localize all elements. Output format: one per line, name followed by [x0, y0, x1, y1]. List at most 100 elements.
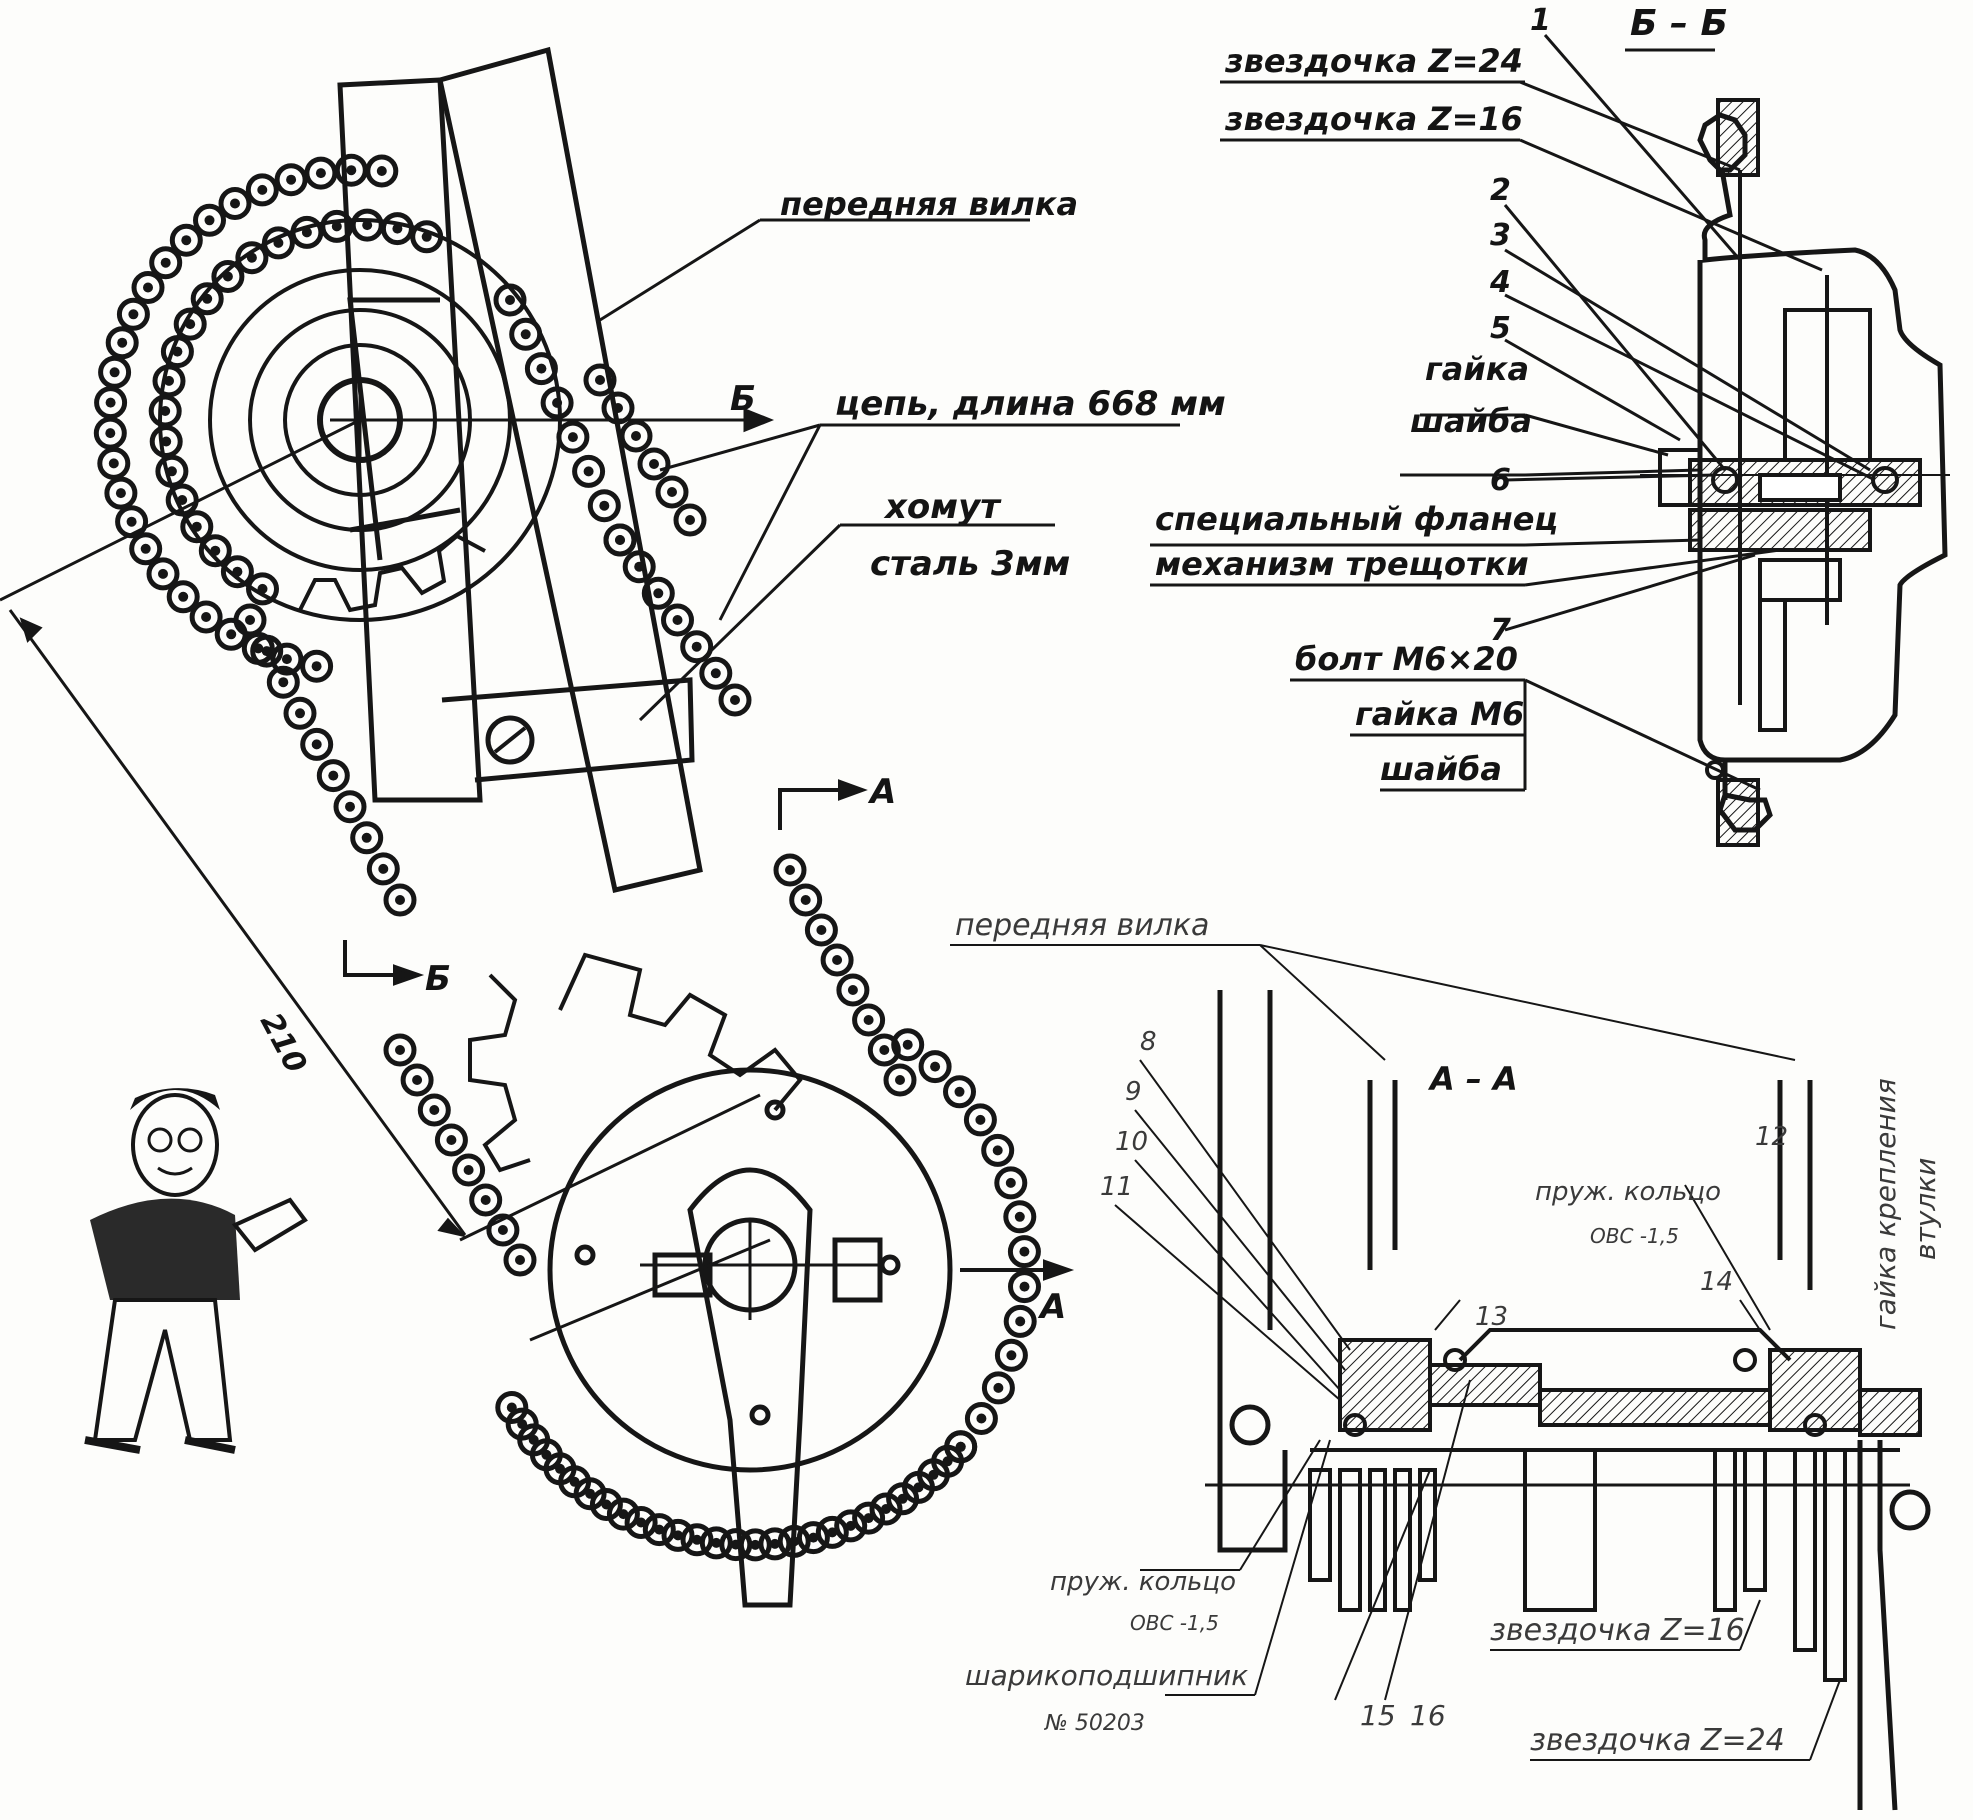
chain-link — [129, 532, 163, 566]
chain-link — [220, 555, 254, 589]
chain-pin — [1019, 1281, 1030, 1292]
chain-pin — [143, 282, 153, 293]
chain-pin — [295, 708, 305, 719]
chain-pin — [429, 1105, 440, 1115]
chain-pin — [117, 337, 128, 348]
chain-pin — [800, 895, 811, 905]
section-mark-a-side: А — [1037, 1287, 1066, 1327]
chain-pin — [311, 661, 322, 672]
aa-fork-label: передняя вилка — [955, 908, 1209, 943]
chain-pin — [315, 168, 326, 179]
aa-nut-label-1: гайка крепления — [1869, 1078, 1902, 1330]
bb-label-ratchet: механизм трещотки — [1155, 545, 1529, 583]
chain-pin — [536, 363, 547, 374]
leaders-aa — [950, 944, 1841, 1761]
section-arrows-a-b — [343, 779, 1075, 1281]
chain-pin — [895, 1075, 905, 1085]
clamp-screw-icon — [485, 715, 535, 765]
section-mark-b-lower: Б — [425, 959, 451, 999]
chain-link — [556, 420, 590, 454]
chain-pin — [331, 221, 342, 232]
chain-link — [773, 853, 807, 887]
chain-link — [883, 1063, 917, 1097]
aa-bearing-1: шарикоподшипник — [965, 1659, 1248, 1692]
chain-link — [152, 364, 186, 398]
chain-link — [587, 489, 621, 523]
chain-pin — [599, 500, 610, 511]
chain-link — [619, 419, 653, 453]
chain-link — [622, 550, 656, 584]
chain-pin — [160, 406, 171, 416]
chain-pin — [993, 1382, 1004, 1393]
chain-link — [486, 1213, 520, 1247]
chain-pin — [128, 309, 139, 320]
chain-pin — [105, 397, 116, 408]
crank-arm — [529, 1167, 883, 1608]
chain-link — [211, 260, 245, 293]
chain-pin — [362, 220, 373, 231]
chain-pin — [654, 1524, 665, 1535]
chain-pin — [226, 629, 237, 640]
chain-link — [146, 557, 180, 591]
aa-num-14: 14 — [1700, 1267, 1733, 1297]
chain-pin — [108, 458, 119, 469]
chain-pin — [769, 1538, 780, 1549]
chain-pin — [832, 955, 843, 965]
chain-link — [603, 523, 637, 557]
internals-bb — [1640, 170, 1950, 732]
chain-pin — [281, 654, 292, 665]
chain-link — [852, 1501, 886, 1535]
chain-pin — [975, 1114, 986, 1125]
chain-link — [469, 1183, 503, 1217]
chain-link — [495, 1391, 529, 1424]
chain-link — [601, 391, 635, 425]
chain-pin — [378, 863, 389, 874]
chain-link — [680, 630, 714, 664]
chain-pin — [177, 495, 188, 505]
lower-left-view: А Б А — [343, 772, 1075, 1608]
chain-link — [964, 1402, 998, 1435]
chain-link — [891, 1028, 925, 1062]
chain-pin — [261, 646, 272, 657]
chain-link — [994, 1166, 1028, 1200]
chain-link — [410, 220, 444, 254]
chain-link — [417, 1093, 451, 1127]
chain-link — [718, 683, 752, 717]
bb-label-washer-2: шайба — [1380, 750, 1502, 788]
chain-pin — [520, 329, 531, 340]
chain-pin — [246, 252, 257, 263]
chain-pin — [361, 832, 372, 843]
chain-pin — [653, 588, 664, 599]
chain-pin — [109, 367, 120, 378]
chain-pin — [161, 436, 172, 447]
fork-label: передняя вилка — [780, 185, 1078, 223]
chain-link — [867, 1033, 901, 1067]
chain-pin — [902, 1039, 913, 1050]
chain-pin — [463, 1165, 474, 1175]
section-mark-a-top: А — [867, 772, 896, 812]
chain-pin — [750, 1539, 761, 1550]
chain-link — [149, 246, 183, 280]
bolts-bb — [1705, 98, 1760, 847]
chain-link — [366, 852, 400, 886]
chain-pin — [202, 293, 213, 304]
clamp-label-2: сталь 3мм — [870, 544, 1070, 584]
chain-link — [777, 1524, 811, 1558]
chain-link — [796, 1521, 830, 1555]
chain-pin — [204, 215, 215, 226]
aa-sprocket-24: звездочка Z=24 — [1530, 1723, 1785, 1758]
center-lines — [0, 380, 775, 1242]
chain-link — [641, 576, 675, 610]
chain-link — [1003, 1200, 1037, 1234]
chain-link — [661, 603, 694, 637]
bb-label-nut: гайка — [1425, 350, 1529, 388]
chain-pin — [816, 925, 827, 935]
chain-pin — [346, 165, 357, 176]
chain-pin — [181, 235, 192, 246]
chain-pin — [392, 223, 403, 234]
aa-num-11: 11 — [1100, 1172, 1133, 1202]
chain-link — [680, 1523, 714, 1557]
dimension-210: 210 — [253, 1007, 313, 1079]
chain-link — [149, 425, 183, 458]
chain-pin — [286, 174, 297, 185]
